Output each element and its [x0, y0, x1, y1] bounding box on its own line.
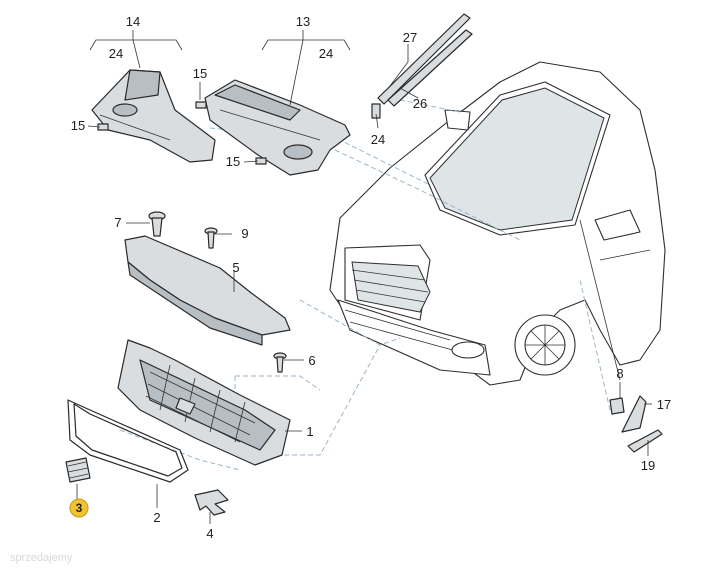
fastener-9-screw	[204, 227, 218, 249]
part-2-grille-frame	[67, 399, 189, 483]
callout-15-left: 15	[71, 118, 85, 133]
leader-lines	[76, 30, 652, 524]
callout-8: 8	[616, 366, 623, 381]
part-26-27-trim-strips	[371, 13, 473, 119]
callout-19: 19	[641, 458, 655, 473]
watermark: sprzedajemy	[10, 552, 73, 564]
fastener-6-screw	[273, 352, 287, 373]
callout-2: 2	[153, 510, 160, 525]
callout-14: 14	[126, 14, 140, 29]
callout-4: 4	[206, 526, 213, 541]
part-14-cowl-panel-left	[91, 69, 216, 163]
callout-15-top: 15	[193, 66, 207, 81]
callout-26: 26	[413, 96, 427, 111]
callout-15-right: 15	[226, 154, 240, 169]
fastener-8-clip	[609, 397, 625, 415]
part-17-mirror-triangle	[621, 395, 647, 433]
callout-labels: 14 24 13 24 27 26 24 15 15 15 7 9 5 6 1 …	[71, 14, 671, 541]
part-13-cowl-panel-right	[204, 79, 351, 176]
part-5-air-guide	[124, 235, 291, 346]
fastener-15-clips	[97, 101, 267, 165]
callout-6: 6	[308, 353, 315, 368]
part-3-insert	[65, 457, 91, 483]
callout-17: 17	[657, 397, 671, 412]
callout-9: 9	[241, 226, 248, 241]
callout-7: 7	[114, 215, 121, 230]
callout-1: 1	[306, 424, 313, 439]
callout-13: 13	[296, 14, 310, 29]
part-4-emblem	[194, 489, 229, 516]
fastener-7-clip	[148, 211, 166, 237]
callout-3: 3	[76, 501, 83, 515]
part-1-radiator-grille	[117, 339, 291, 466]
part-19-trim	[627, 429, 663, 453]
callout-27: 27	[403, 30, 417, 45]
car-illustration	[329, 61, 666, 386]
callout-24-middle: 24	[319, 46, 333, 61]
callout-5: 5	[232, 260, 239, 275]
callout-24-left: 24	[109, 46, 123, 61]
highlight-marker-3	[69, 498, 89, 518]
callout-24-right: 24	[371, 132, 385, 147]
